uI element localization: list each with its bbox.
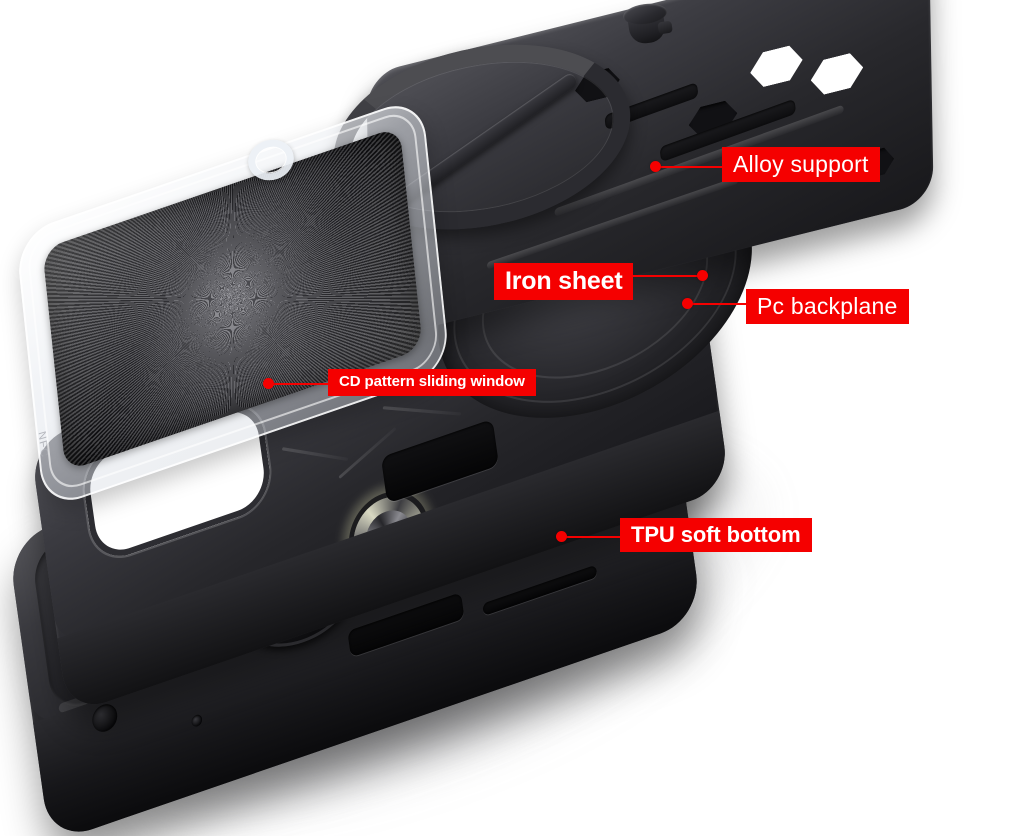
- callout-dot: [650, 161, 661, 172]
- callout-leader-line: [692, 303, 749, 305]
- callout-label-iron-sheet: Iron sheet: [494, 263, 634, 301]
- callout-leader-line: [273, 383, 331, 385]
- callout-leader-line: [600, 275, 704, 277]
- callout-label-alloy-support: Alloy support: [722, 147, 880, 183]
- callout-dot: [263, 378, 274, 389]
- callout-label-pc-backplane: Pc backplane: [746, 289, 909, 325]
- alloy-hex-cutout: [750, 42, 803, 90]
- callout-dot: [556, 531, 567, 542]
- alloy-hex-cutout: [810, 50, 863, 98]
- pivot-knob[interactable]: [621, 1, 673, 55]
- callout-dot: [682, 298, 693, 309]
- callout-leader-line: [566, 536, 623, 538]
- pivot-knob-nub: [657, 20, 673, 35]
- callout-label-tpu-soft-bottom: TPU soft bottom: [620, 518, 812, 553]
- callout-dot: [697, 270, 708, 281]
- callout-label-cd-pattern-sliding-window: CD pattern sliding window: [328, 369, 536, 396]
- callout-leader-line: [660, 166, 724, 168]
